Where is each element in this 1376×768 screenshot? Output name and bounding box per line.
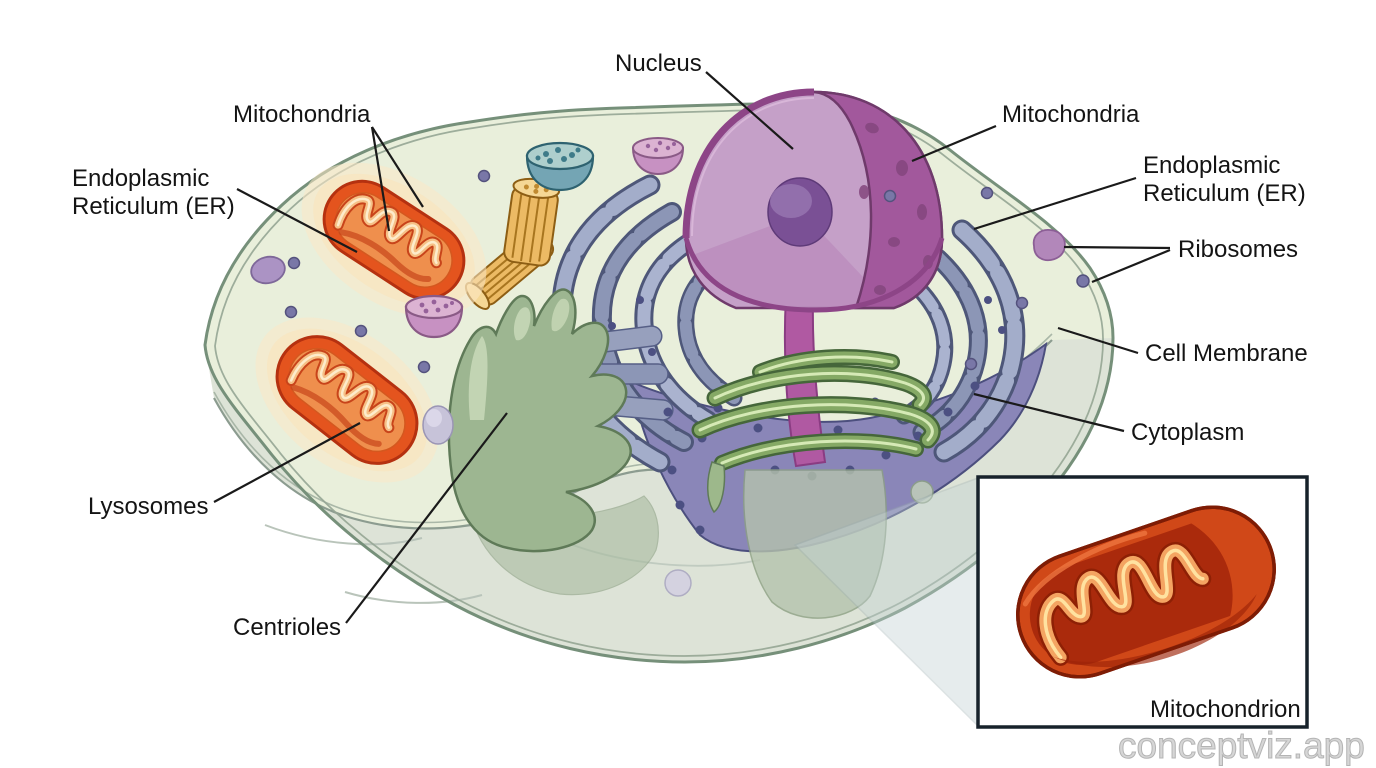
green-structure-highlight — [551, 298, 570, 332]
golgi-apparatus-shape — [691, 349, 941, 619]
green-structure-highlight — [468, 336, 488, 420]
label-er-left-line1: Endoplasmic — [72, 165, 209, 192]
golgi-ribbons — [691, 349, 941, 471]
label-ribosomes: Ribosomes — [1178, 236, 1298, 263]
green-structure-body — [447, 288, 632, 553]
vesicle-teal-bowl — [525, 141, 595, 192]
leader-mitochondria-left-line-a — [370, 126, 391, 232]
leader-er-left-line — [236, 188, 358, 253]
mitochondrion-1-shape — [301, 162, 487, 318]
nucleus-rim-highlight — [691, 97, 815, 237]
green-structure-shape — [447, 288, 659, 596]
watermark-text: conceptviz.app — [1118, 725, 1365, 766]
label-er-right-line2: Reticulum (ER) — [1143, 180, 1306, 207]
label-centrioles: Centrioles — [233, 614, 341, 641]
label-er-right-line1: Endoplasmic — [1143, 152, 1280, 179]
leader-er-right-line — [973, 176, 1137, 231]
free-ribosome-dots — [284, 169, 1090, 374]
nucleus-cut-face-shade — [690, 214, 894, 308]
golgi-bud — [910, 480, 934, 504]
leader-lines — [213, 71, 1171, 624]
cell-membrane-inner-line — [214, 108, 1104, 657]
label-cytoplasm: Cytoplasm — [1131, 419, 1244, 446]
inset-mitochondrion-shape — [1016, 505, 1276, 679]
leader-ribosomes-line-b — [1091, 248, 1171, 284]
leader-cell-membrane-line — [1057, 326, 1139, 355]
nucleus-shell — [813, 90, 944, 310]
ribosome-target-blob — [1032, 229, 1066, 262]
centriole-cylinders-shape — [464, 177, 561, 310]
label-er-left-line2: Reticulum (ER) — [72, 193, 235, 220]
golgi-drip — [707, 461, 726, 514]
leader-centrioles-line — [345, 412, 508, 624]
leader-mitochondria-left-line-b — [371, 126, 424, 208]
membrane-wrinkle-line — [264, 524, 423, 546]
labels: Nucleus Mitochondria Endoplasmic Reticul… — [72, 50, 1308, 723]
golgi-foot-blob — [742, 469, 887, 619]
label-nucleus: Nucleus — [615, 50, 702, 77]
cell-lower-section — [205, 338, 1113, 662]
leader-mitochondria-right-line — [911, 124, 997, 163]
green-structure-highlight — [513, 307, 531, 341]
cell-membrane-outline — [203, 101, 1115, 664]
nucleus-bottom-rim — [683, 237, 945, 313]
vesicle-purple-ellipse — [250, 255, 286, 285]
leader-ribosomes-line-a — [1063, 245, 1171, 250]
label-lysosomes: Lysosomes — [88, 493, 209, 520]
vesicle-purple-bowl-top — [631, 137, 685, 176]
membrane-wrinkle-line — [344, 591, 483, 604]
leader-nucleus-line — [705, 71, 794, 150]
inset-box — [976, 475, 1309, 729]
mitochondrion-2-shape — [255, 317, 439, 483]
leader-cytoplasm-line — [973, 392, 1125, 433]
label-mitochondria-left: Mitochondria — [233, 101, 371, 128]
nucleolus-highlight — [770, 184, 812, 218]
nucleus-shape — [682, 88, 945, 468]
vesicle-purple-bowl-mid — [404, 294, 464, 339]
label-inset-mitochondrion: Mitochondrion — [1150, 696, 1301, 723]
nucleus-rim — [682, 88, 815, 239]
vesicle-faded-circle — [664, 569, 692, 597]
label-mitochondria-right: Mitochondria — [1002, 101, 1140, 128]
lysosome-lavender-vesicle — [422, 405, 454, 445]
leader-lysosomes-line — [213, 422, 361, 503]
label-cell-membrane: Cell Membrane — [1145, 340, 1308, 367]
